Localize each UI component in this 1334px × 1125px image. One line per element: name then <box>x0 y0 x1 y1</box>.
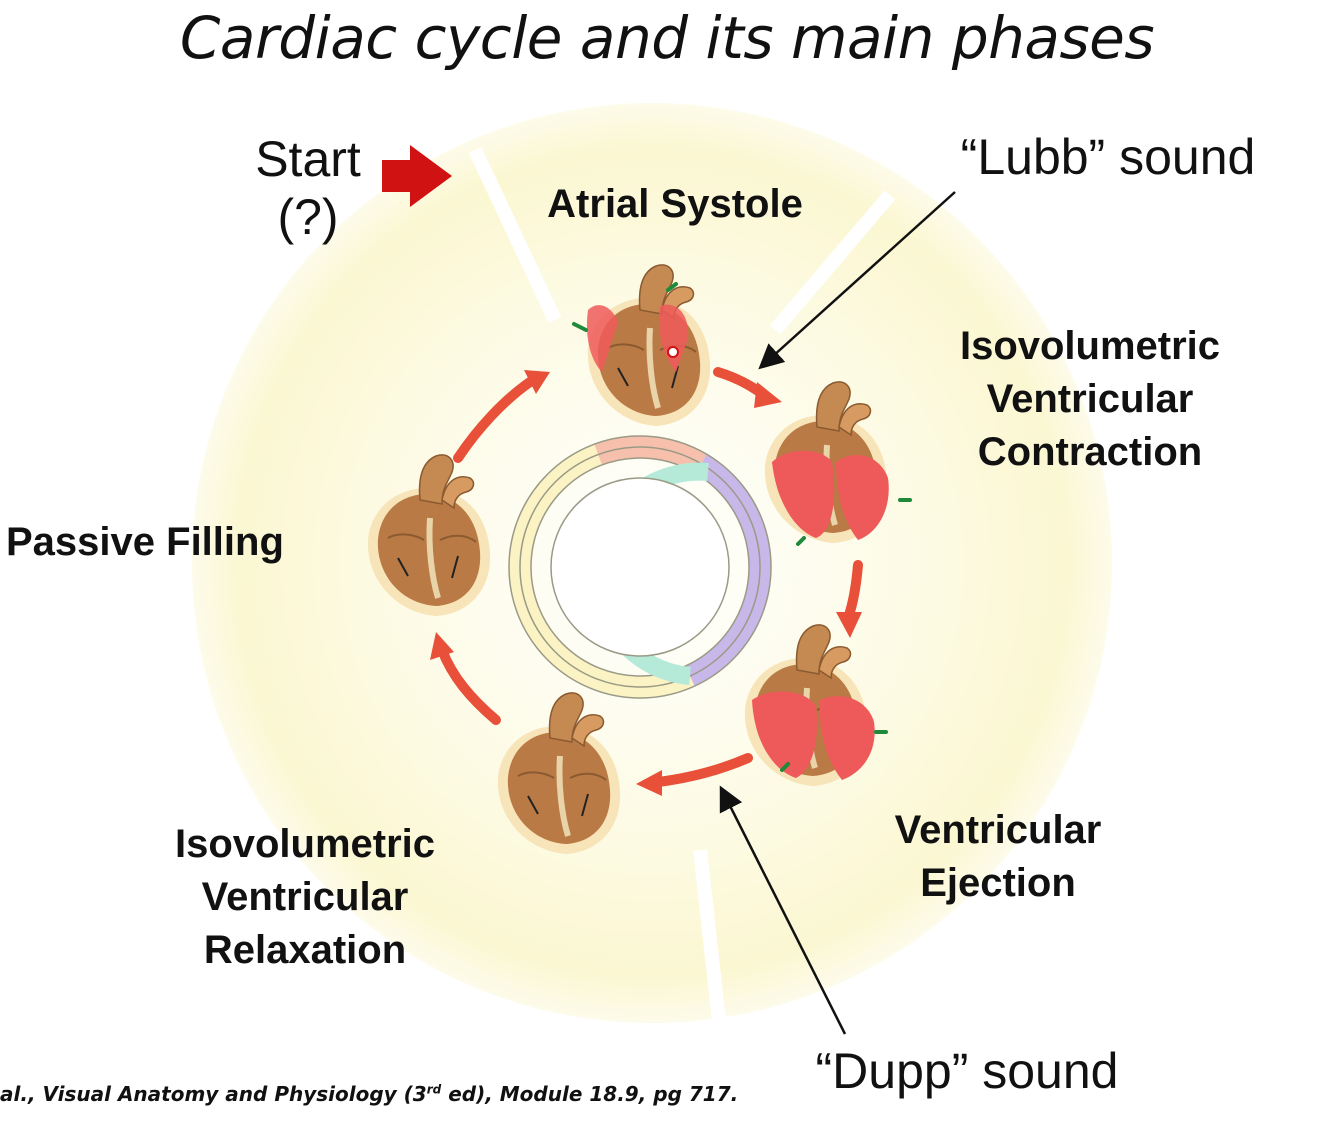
start-label-line2: (?) <box>277 189 339 245</box>
arrow-ejection-to-relaxation-head <box>636 770 662 796</box>
label-iso-relaxation-line2: Ventricular <box>201 875 409 919</box>
cycle-arrows <box>430 367 863 796</box>
lubb-sound-label: “Lubb” sound <box>960 129 1256 185</box>
start-label-line1: Start <box>255 131 361 187</box>
cycle-ring <box>508 435 772 699</box>
arrow-contraction-to-ejection-head <box>836 612 862 638</box>
page-title: Cardiac cycle and its main phases <box>179 4 1155 72</box>
label-iso-contraction-line2: Ventricular <box>986 377 1194 421</box>
heart-ventricular-ejection <box>745 625 888 786</box>
arrow-filling-to-atrial-head <box>524 370 550 394</box>
dupp-pointer-arrow <box>719 785 847 1035</box>
phase-sector-dividers <box>468 147 896 1031</box>
citation-pre: al., Visual Anatomy and Physiology (3 <box>0 1082 427 1106</box>
start-arrow <box>382 145 452 207</box>
label-isovolumetric-relaxation: Isovolumetric Ventricular Relaxation <box>145 818 465 977</box>
label-ejection-line2: Ejection <box>920 861 1076 905</box>
label-ejection-line1: Ventricular <box>894 808 1102 852</box>
label-iso-relaxation-line3: Relaxation <box>203 928 407 972</box>
arrow-relaxation-to-filling-head <box>430 632 454 660</box>
heart-atrial-systole <box>572 265 710 426</box>
label-iso-contraction-line3: Contraction <box>977 430 1203 474</box>
heart-isovolumetric-contraction <box>765 382 912 546</box>
dupp-sound-label: “Dupp” sound <box>815 1043 1119 1099</box>
lubb-pointer-arrow <box>758 191 956 370</box>
citation-post: ed), Module 18.9, pg 717. <box>441 1082 739 1106</box>
arrow-atrial-to-contraction-head <box>754 382 782 408</box>
label-ventricular-ejection: Ventricular Ejection <box>858 804 1138 910</box>
citation-sup: rd <box>426 1082 442 1097</box>
label-iso-relaxation-line1: Isovolumetric <box>174 822 436 866</box>
label-atrial-systole: Atrial Systole <box>547 182 803 226</box>
arrow-relaxation-to-filling <box>437 645 501 725</box>
citation-text: al., Visual Anatomy and Physiology (3rd … <box>0 1082 738 1106</box>
arrow-ejection-to-relaxation <box>653 753 753 787</box>
start-label: Start (?) <box>238 130 378 246</box>
arrow-filling-to-atrial <box>453 377 535 463</box>
label-passive-filling: Passive Filling <box>6 520 284 564</box>
label-iso-contraction-line1: Isovolumetric <box>959 324 1221 368</box>
label-isovolumetric-contraction: Isovolumetric Ventricular Contraction <box>930 320 1250 479</box>
